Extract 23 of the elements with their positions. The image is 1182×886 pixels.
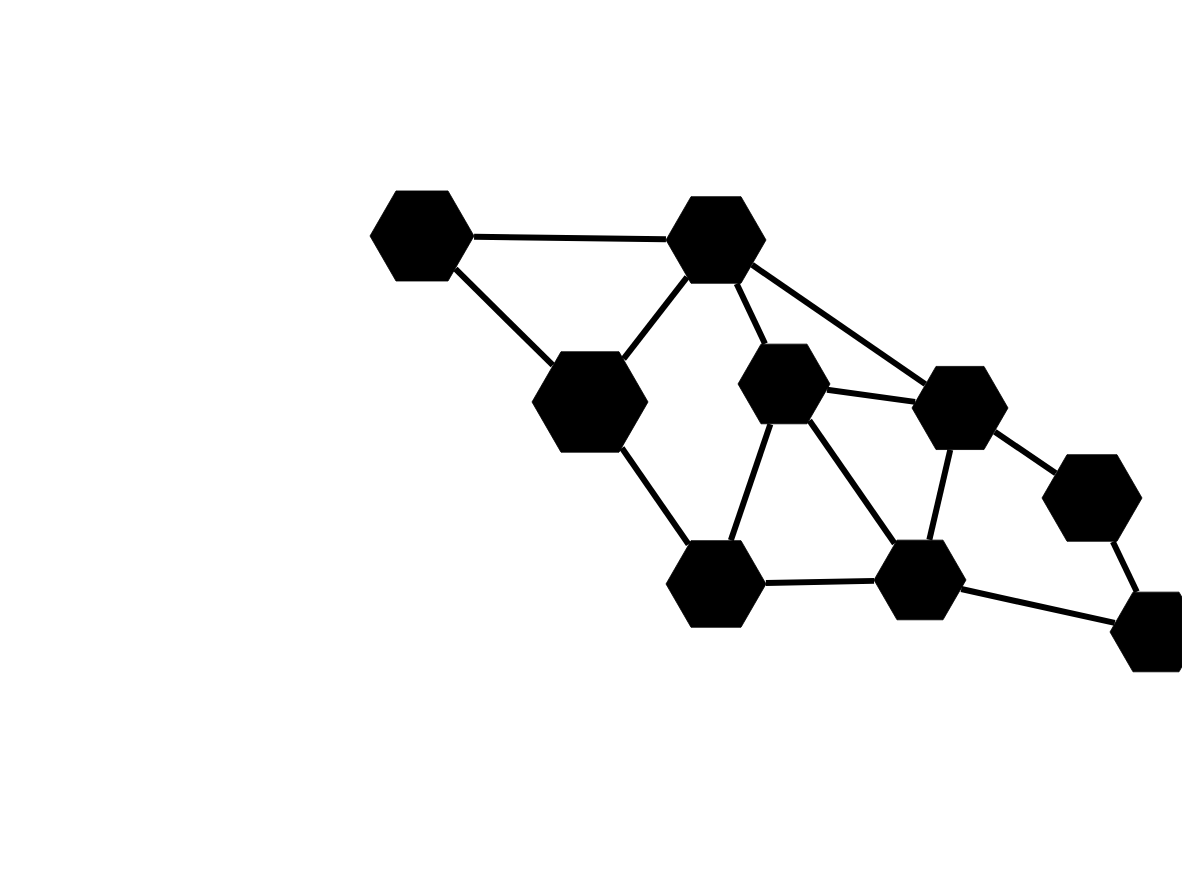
connector-line (750, 262, 928, 387)
connector-line (926, 449, 954, 541)
connector-line (733, 282, 768, 345)
connector-line (765, 577, 875, 586)
hexagon-node (665, 196, 767, 284)
hexagon-node (1109, 591, 1182, 673)
connector-line (619, 446, 691, 546)
hexagon-node (665, 540, 767, 628)
connector-line (453, 266, 555, 368)
connector-line (1110, 540, 1140, 594)
connector-line (826, 386, 916, 405)
connector-line (621, 275, 690, 361)
hexagon-node (369, 190, 475, 282)
connector-line (728, 423, 774, 542)
hexagon-node (911, 366, 1009, 450)
connector-line (474, 233, 666, 243)
hexagon-node (1041, 454, 1143, 542)
hexagon-node (531, 351, 649, 453)
connector-line (993, 429, 1058, 476)
hexagon-node (873, 539, 967, 621)
connector-line (806, 418, 898, 546)
connector-line (960, 586, 1116, 626)
hexagon-node (737, 343, 831, 425)
